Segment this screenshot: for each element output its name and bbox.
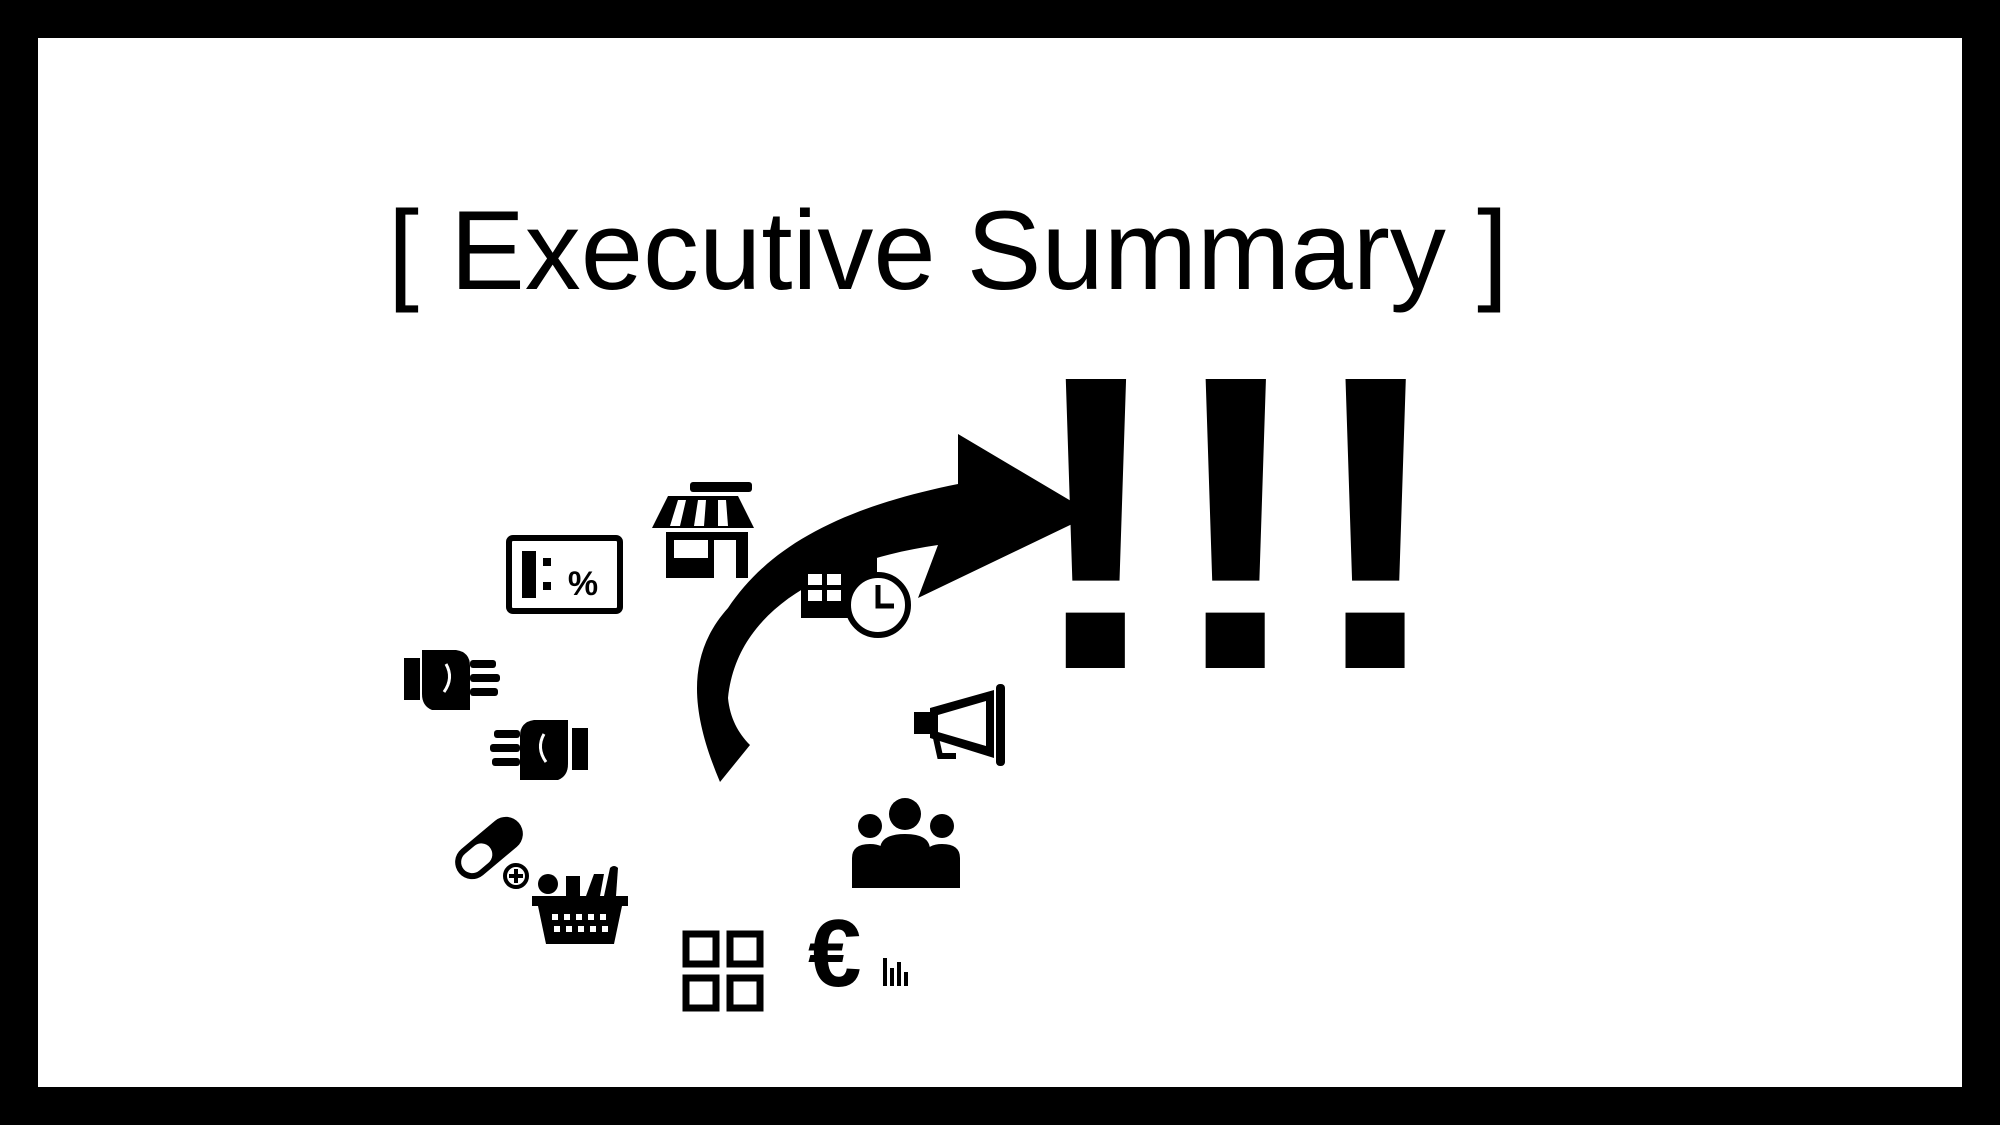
store-icon (652, 482, 754, 578)
grocery-basket-icon (532, 866, 628, 944)
exclamation-marks: !!! (1026, 289, 1446, 758)
slide-artwork: !!! % (404, 289, 1446, 1012)
coupon-percent-icon: % (506, 535, 623, 614)
grid-icon (682, 930, 764, 1012)
slide-title: [ Executive Summary ] (387, 188, 1509, 313)
calendar-clock-icon (801, 558, 911, 638)
svg-text:%: % (568, 565, 598, 603)
megaphone-icon (914, 684, 1005, 766)
pill-icon (455, 816, 529, 889)
exclamation-marks-text: !!! (1026, 289, 1446, 758)
curved-arrow-icon (696, 434, 1093, 782)
euro-chart-icon: € (808, 900, 908, 1007)
slide-canvas: [ Executive Summary ] !!! % (38, 38, 1962, 1087)
svg-text:€: € (808, 900, 861, 1007)
handshake-icon (404, 650, 588, 780)
people-group-icon (852, 798, 960, 888)
